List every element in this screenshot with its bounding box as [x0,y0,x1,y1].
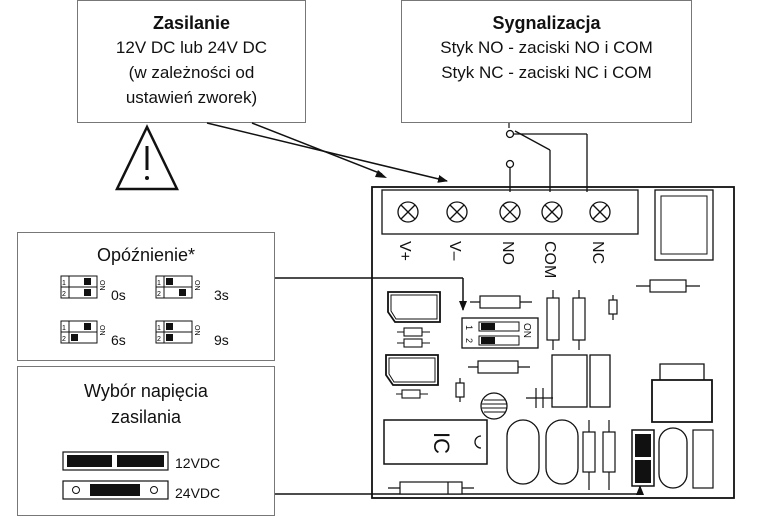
board-dip-on: ON [521,323,532,338]
delay-box: Opóźnienie* [17,232,275,361]
round-component [480,392,508,420]
terminal-label-nc: NC [589,241,606,264]
svg-text:ON: ON [98,280,105,291]
resistor-bottom-horizontal [388,481,474,495]
transistor-1 [387,291,441,323]
signal-info-box: Sygnalizacja Styk NO - zaciski NO i COM … [401,0,692,123]
transistor-3 [651,379,713,423]
ic-label: IC [429,432,454,454]
relay-component [654,189,714,261]
delay-title: Opóźnienie* [96,245,196,265]
voltage-12vdc-label: 12VDC [175,455,221,471]
capacitor-block [551,354,588,408]
delay-dip-9s: 1 2 ON [155,320,200,344]
resistor-bottom [582,420,714,490]
terminal-screws [397,201,611,223]
board-jumper [631,429,655,487]
svg-text:ON: ON [193,325,200,336]
svg-text:2: 2 [62,291,66,298]
board-dip-switch [461,317,539,349]
terminal-block [381,189,639,235]
power-info-box: Zasilanie 12V DC lub 24V DC (w zależnośc… [77,0,306,123]
terminal-label-vplus: V+ [396,241,413,261]
resistor-right [636,279,700,293]
power-line-2: (w zależności od [128,63,255,82]
signal-line-2: Styk NC - zaciski NC i COM [441,63,652,82]
board-dip-1: 1 [464,325,474,330]
svg-text:1: 1 [157,280,161,287]
signal-line-1: Styk NO - zaciski NO i COM [440,38,653,57]
power-line-1: 12V DC lub 24V DC [115,38,268,57]
voltage-title-2: zasilania [110,407,182,427]
pcb-outline [371,186,735,499]
voltage-title-1: Wybór napięcia [84,381,208,401]
terminal-label-com: COM [541,241,558,278]
terminal-label-no: NO [499,241,516,265]
delay-6s-label: 6s [111,332,126,348]
terminal-label-vminus: V– [446,241,463,261]
resistor-small-left [396,327,430,399]
delay-9s-label: 9s [214,332,229,348]
transistor-2 [385,354,439,386]
power-pointer-line-2 [251,122,383,175]
power-title: Zasilanie [152,13,231,33]
jumper-24vdc [62,480,169,500]
board-dip-2: 2 [464,338,474,343]
svg-text:1: 1 [157,325,161,332]
delay-dip-0s: 1 2 ON [60,275,105,299]
delay-0s-label: 0s [111,287,126,303]
capacitor-small [526,388,553,408]
svg-text:1: 1 [62,325,66,332]
delay-dip-6s: 1 2 ON [60,320,105,344]
svg-text:2: 2 [157,336,161,343]
signal-title: Sygnalizacja [492,13,601,33]
svg-text:1: 1 [62,280,66,287]
resistor-mid [468,295,532,374]
svg-text:ON: ON [98,325,105,336]
svg-text:2: 2 [62,336,66,343]
warning-icon [115,124,179,191]
oval-capacitors [506,419,688,489]
power-line-3: ustawień zworek) [125,88,258,107]
relay-contact-symbol [505,129,588,192]
svg-text:2: 2 [157,291,161,298]
svg-text:ON: ON [193,280,200,291]
jumper-12vdc [62,451,169,471]
ic-chip [383,419,488,465]
resistor-vertical [455,290,618,402]
delay-3s-label: 3s [214,287,229,303]
voltage-24vdc-label: 24VDC [175,485,221,501]
delay-dip-3s: 1 2 ON [155,275,200,299]
